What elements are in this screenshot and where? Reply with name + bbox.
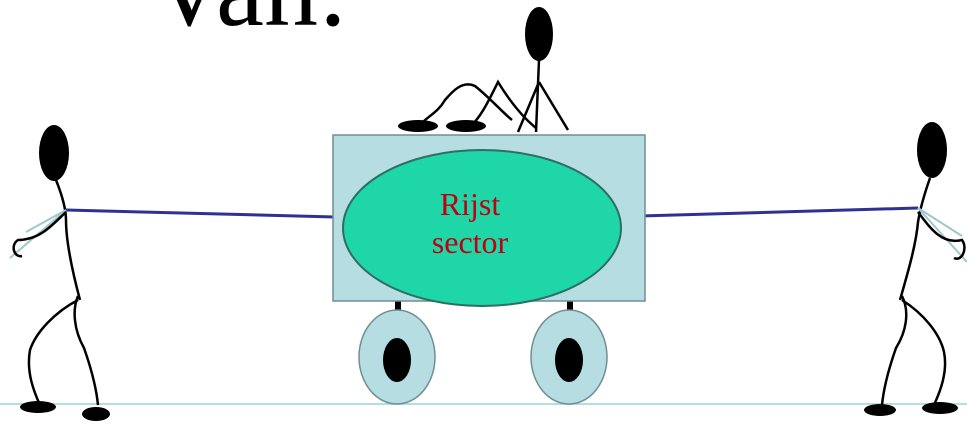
cart-label-line1: Rijst xyxy=(395,185,545,223)
stick-figure-top xyxy=(398,7,568,132)
rope-right xyxy=(640,208,918,216)
wheel-left xyxy=(359,310,435,404)
stick-figure-right xyxy=(864,122,967,416)
cart-label: Rijst sector xyxy=(395,185,545,261)
wheel-right xyxy=(531,310,607,404)
stick-figure-left xyxy=(10,125,110,421)
cart-label-line2: sector xyxy=(395,223,545,261)
rope-left xyxy=(66,210,335,217)
